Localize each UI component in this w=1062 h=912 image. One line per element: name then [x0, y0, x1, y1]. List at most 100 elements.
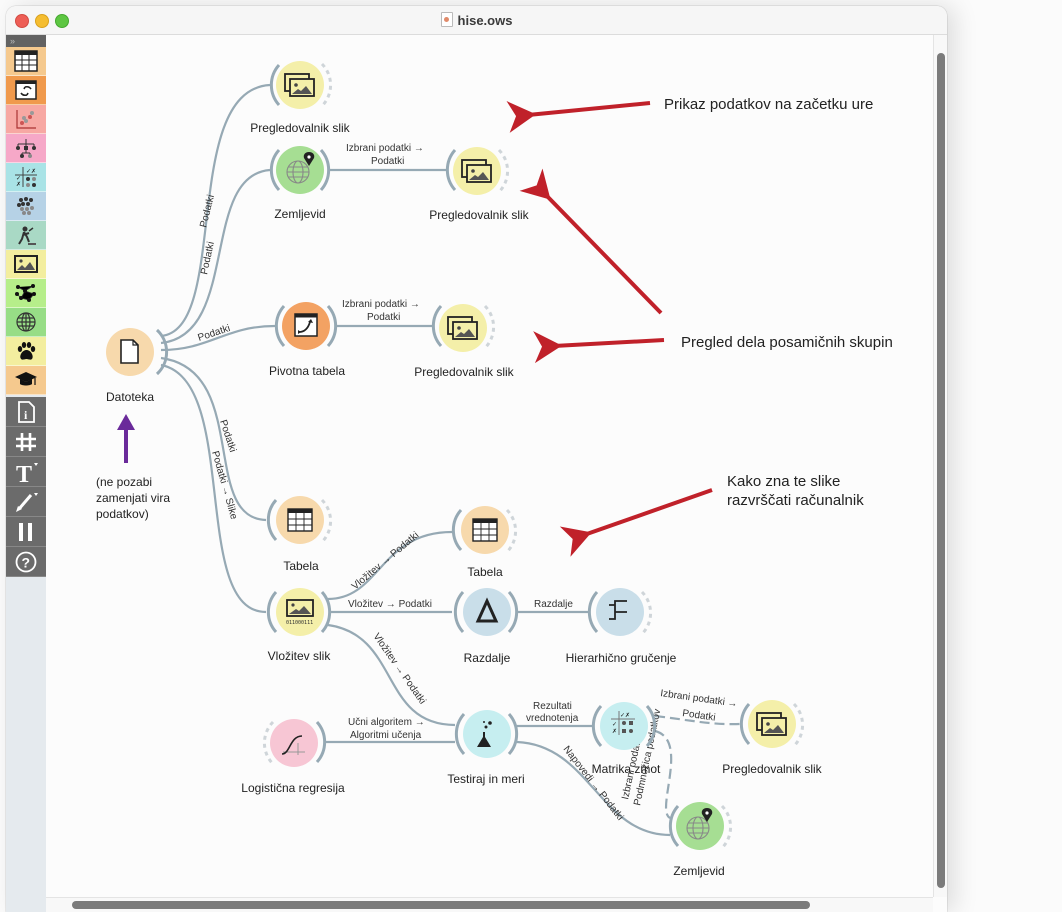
links-layer: [160, 83, 741, 837]
zoom-button[interactable]: [55, 14, 69, 28]
graduation-cap-icon: [15, 372, 37, 386]
node-vlozitev[interactable]: 011000111 Vložitev slik: [266, 588, 332, 663]
node-label: Pregledovalnik slik: [722, 762, 822, 776]
node-zemljevid1[interactable]: Zemljevid: [269, 146, 331, 221]
toolbox-pause-button[interactable]: [6, 517, 46, 547]
annotation-text[interactable]: podatkov): [96, 507, 149, 521]
help-icon: ?: [15, 551, 37, 572]
node-label: Pregledovalnik slik: [250, 121, 350, 135]
annotation-text[interactable]: zamenjati vira: [96, 491, 170, 505]
clusters-icon: [17, 197, 34, 215]
link-datoteka-pivot[interactable]: [160, 324, 276, 352]
file-icon: [120, 339, 139, 364]
node-pregl3[interactable]: Pregledovalnik slik: [414, 304, 515, 379]
link-datoteka-zemljevid1[interactable]: [160, 168, 271, 345]
toolbox-category-network[interactable]: [6, 279, 46, 308]
link-datoteka-tabela1[interactable]: [160, 356, 267, 522]
toolbox-category-visualize[interactable]: [6, 105, 46, 134]
link-vlozitev-tabela2[interactable]: [327, 530, 453, 601]
link-label: Rezultati: [533, 701, 572, 712]
toolbox-category-model[interactable]: [6, 134, 46, 163]
node-label: Datoteka: [106, 390, 154, 404]
link-matrika-pregl4[interactable]: [654, 714, 741, 726]
vertical-scrollbar-thumb[interactable]: [937, 53, 945, 888]
link-label: Podatki: [371, 156, 404, 167]
link-testiraj-zemljevid2[interactable]: [516, 740, 671, 837]
svg-text:✗: ✗: [16, 181, 21, 188]
node-pregl1[interactable]: Pregledovalnik slik: [250, 61, 351, 135]
image-viewer-icon: [461, 159, 492, 183]
toolbox-help-button[interactable]: ?: [6, 547, 46, 577]
link-label: vrednotenja: [526, 713, 579, 724]
annotation-arrow[interactable]: [533, 331, 665, 364]
toolbox-category-unsupervised[interactable]: [6, 192, 46, 221]
image-icon: [14, 255, 38, 273]
confusion-matrix-icon: ✓✗✓✗: [15, 167, 37, 188]
node-datoteka[interactable]: Datoteka: [106, 328, 169, 404]
toolbox-category-educational[interactable]: [6, 221, 46, 250]
svg-text:✓: ✓: [16, 176, 21, 182]
paw-icon: [17, 342, 36, 360]
node-tabela1[interactable]: Tabela: [266, 496, 333, 573]
dendrogram-icon: [609, 600, 627, 620]
annotation-arrow[interactable]: [506, 101, 651, 133]
toolbox-arrow-annotation-button[interactable]: [6, 487, 46, 517]
annotation-arrow[interactable]: [519, 168, 663, 315]
toolbox-category-education[interactable]: [6, 366, 46, 395]
image-viewer-icon: [756, 712, 787, 736]
node-testiraj[interactable]: Testiraj in meri: [447, 710, 525, 786]
node-logreg[interactable]: Logistična regresija: [241, 719, 345, 795]
node-tabela2[interactable]: Tabela: [451, 506, 518, 579]
close-button[interactable]: [15, 14, 29, 28]
toolbox-text-annotation-button[interactable]: T: [6, 457, 46, 487]
toolbox-category-data[interactable]: [6, 47, 46, 76]
link-label: Učni algoritem →: [348, 717, 425, 728]
annotation-text[interactable]: Kako zna te slike: [727, 473, 840, 490]
image-embedding-icon: 011000111: [286, 599, 314, 626]
node-label: Logistična regresija: [241, 781, 345, 795]
link-datoteka-vlozitev[interactable]: [160, 363, 267, 614]
toolbox-collapse-button[interactable]: »: [6, 35, 46, 47]
node-pregl2[interactable]: Pregledovalnik slik: [429, 147, 530, 222]
node-label: Hierarhično gručenje: [566, 651, 677, 665]
embedding-bits: 011000111: [286, 620, 313, 626]
vertical-scrollbar[interactable]: [933, 35, 947, 897]
annotation-arrow[interactable]: [559, 488, 713, 557]
toolbox-grid-button[interactable]: [6, 427, 46, 457]
node-label: Razdalje: [464, 651, 511, 665]
annotations: Prikaz podatkov na začetku ure Pregled d…: [96, 96, 893, 557]
link-label: Izbrani podatki →: [660, 688, 739, 710]
toolbox-category-single-cell[interactable]: [6, 337, 46, 366]
annotation-text[interactable]: razvrščati računalnik: [727, 492, 864, 509]
node-zemljevid2[interactable]: Zemljevid: [668, 802, 733, 878]
toolbox-category-image-analytics[interactable]: [6, 250, 46, 279]
window-title-text: hise.ows: [457, 13, 513, 28]
link-label: Vložitev → Podatki: [350, 530, 421, 592]
node-pregl4[interactable]: Pregledovalnik slik: [722, 700, 823, 776]
toolbox-category-evaluate[interactable]: ✓✗✓✗: [6, 163, 46, 192]
horizontal-scrollbar[interactable]: [46, 897, 933, 912]
link-label: Podatki: [197, 323, 232, 344]
node-hier[interactable]: Hierarhično gručenje: [566, 588, 677, 665]
annotation-text[interactable]: (ne pozabi: [96, 475, 152, 489]
node-matrika[interactable]: ✓✗✓✗ Matrika zmot: [592, 702, 661, 776]
node-razdalje[interactable]: Razdalje: [453, 588, 519, 665]
annotation-text[interactable]: Pregled dela posamičnih skupin: [681, 334, 893, 351]
svg-text:✓: ✓: [612, 722, 617, 728]
toolbox-category-geo[interactable]: [6, 308, 46, 337]
arrow-pen-icon: [16, 492, 38, 512]
image-viewer-icon: [284, 73, 315, 97]
toolbox-info-button[interactable]: i: [6, 397, 46, 427]
globe-icon: [16, 312, 36, 332]
link-vlozitev-testiraj[interactable]: [327, 623, 456, 727]
link-matrika-zemljevid2[interactable]: [654, 729, 673, 819]
toolbox-category-transform[interactable]: [6, 76, 46, 105]
minimize-button[interactable]: [35, 14, 49, 28]
miner-icon: [18, 226, 36, 245]
link-label: Izbrani podatki →: [346, 143, 424, 154]
workflow-canvas[interactable]: Podatki Podatki Izbrani podatki → Podatk…: [46, 35, 933, 897]
annotation-text[interactable]: Prikaz podatkov na začetku ure: [664, 96, 873, 113]
link-datoteka-pregl1[interactable]: [160, 83, 271, 338]
node-pivot[interactable]: Pivotna tabela: [269, 302, 345, 378]
horizontal-scrollbar-thumb[interactable]: [72, 901, 810, 909]
